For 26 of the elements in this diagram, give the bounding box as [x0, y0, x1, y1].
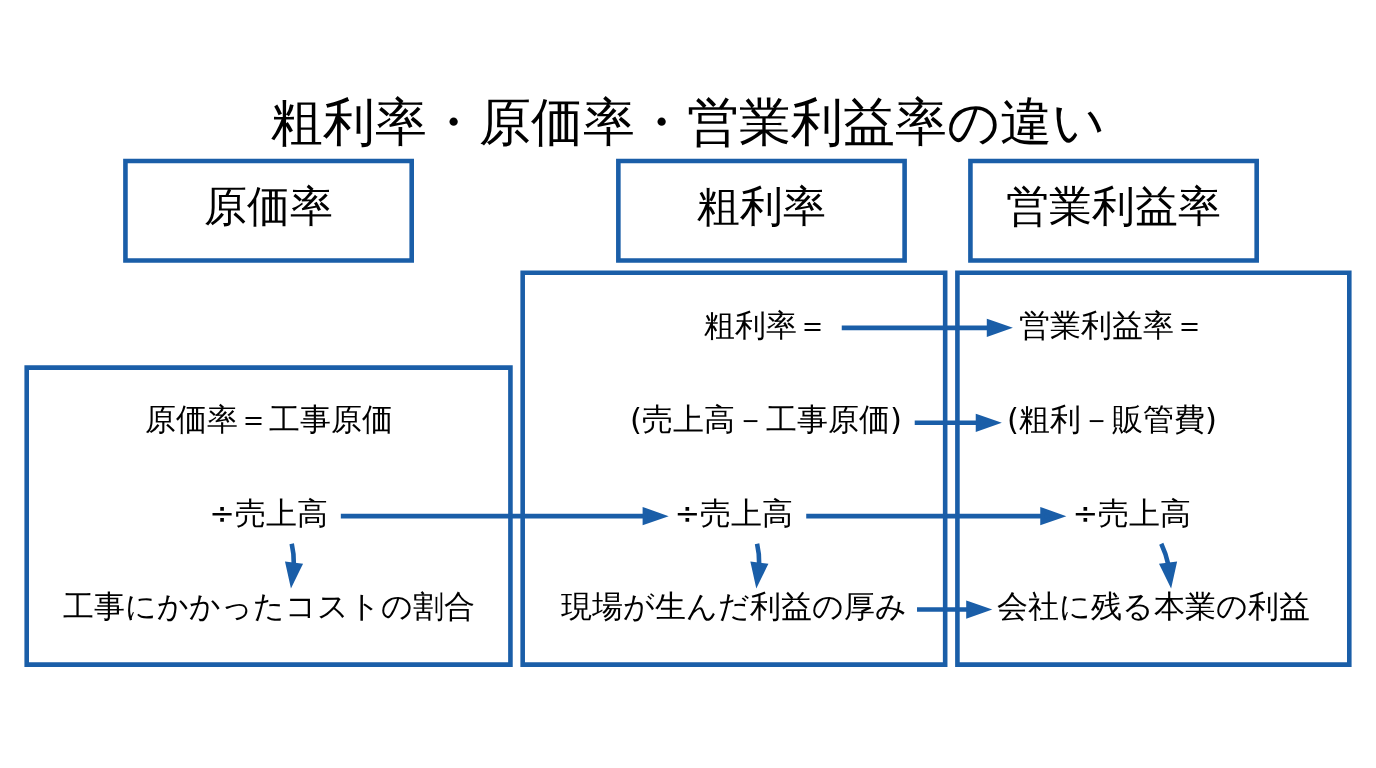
- node-text: 原価率＝工事原価: [144, 401, 393, 437]
- node-text: 粗利率＝: [704, 307, 829, 343]
- arrow: [340, 506, 669, 525]
- diagram-title: 粗利率・原価率・営業利益率の違い: [271, 91, 1105, 152]
- arrow: [806, 506, 1067, 525]
- node-text: ÷売上高: [1072, 495, 1192, 531]
- node-box: 原価率: [123, 158, 414, 263]
- cluster: [955, 269, 1352, 667]
- node-text: ÷売上高: [674, 495, 794, 531]
- node-text: 会社に残る本業の利益: [996, 588, 1310, 624]
- node-text: (売上高－工事原価): [630, 401, 903, 437]
- arrow: [1159, 542, 1178, 589]
- arrow: [914, 413, 1002, 432]
- arrow: [750, 542, 769, 589]
- node-text: 営業利益率＝: [1019, 307, 1206, 343]
- node-text: 工事にかかったコストの割合: [62, 588, 475, 624]
- arrow: [841, 318, 1013, 337]
- arrow: [917, 599, 993, 619]
- node-box: 粗利率: [616, 158, 907, 263]
- node-text: (粗利－販管費): [1007, 401, 1217, 437]
- cluster: [520, 269, 948, 667]
- node-box: 営業利益率: [968, 158, 1259, 263]
- arrow: [284, 542, 304, 589]
- node-text: 現場が生んだ利益の厚み: [560, 588, 907, 624]
- cluster: [24, 364, 513, 667]
- node-text: ÷売上高: [209, 495, 328, 531]
